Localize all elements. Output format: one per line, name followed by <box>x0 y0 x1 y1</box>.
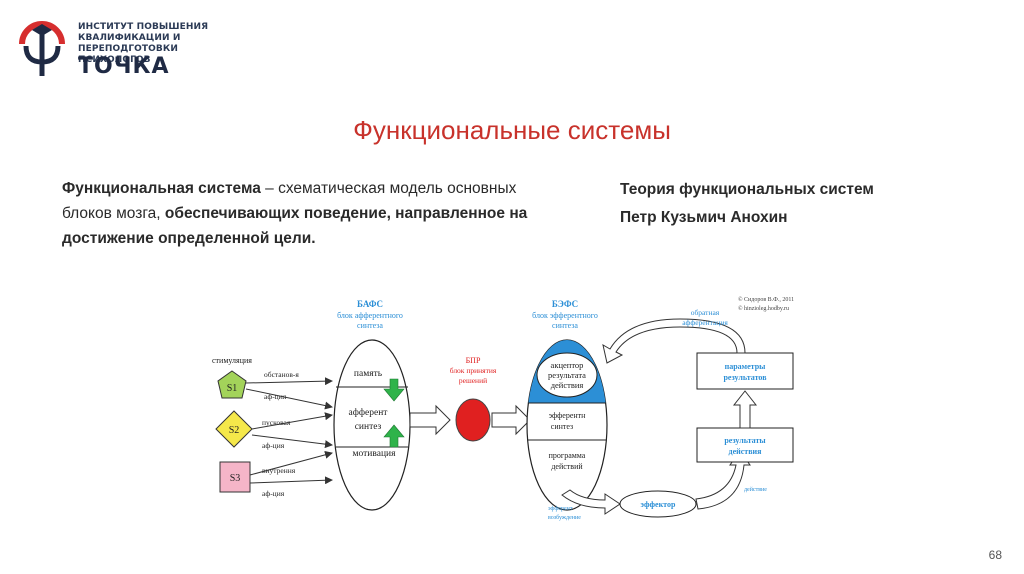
green-arrow-down-icon <box>383 378 405 402</box>
effekt-vozb-label-1: эфферент <box>548 505 573 512</box>
afcia-label-2: аф-ция <box>262 441 285 450</box>
green-arrow-up-icon <box>383 424 405 448</box>
definition-text: Функциональная система – схематическая м… <box>62 176 542 251</box>
bpr-subtitle-1: блок принятия <box>450 366 497 375</box>
results-line-1: результаты <box>724 436 766 445</box>
arrow-effector-to-results-icon <box>695 450 751 510</box>
logo-line-3: ПЕРЕПОДГОТОВКИ ПСИХОЛОГОВ <box>78 44 178 65</box>
logo-line-1: ИНСТИТУТ ПОВЫШЕНИЯ <box>78 22 209 32</box>
stimulus-arrows <box>245 377 333 485</box>
functional-system-diagram: БАФС блок афферентного синтеза БЭФС блок… <box>212 296 794 521</box>
obstanov-label: обстанов-я <box>264 370 299 379</box>
effector-ellipse <box>619 490 697 518</box>
akceptor-line-3: действия <box>551 380 584 390</box>
effekt-vozb-label-2: возбуждение <box>548 514 581 521</box>
effector-label: эффектор <box>641 500 676 509</box>
page-number: 68 <box>988 548 1002 562</box>
params-box <box>696 352 794 390</box>
bpr-red-circle <box>455 398 491 442</box>
vnutrennya-label: внутрення <box>262 466 296 475</box>
befs-subtitle-2: синтеза <box>552 321 578 330</box>
bafs-title: БАФС <box>357 299 383 309</box>
programma-line-2: действий <box>551 462 583 471</box>
s3-label: S3 <box>230 473 241 484</box>
deistvie-label: действие <box>744 486 767 493</box>
efferent-line-1: эфферентн <box>549 411 587 420</box>
akceptor-line-2: результата <box>548 370 586 380</box>
definition-term: Функциональная система <box>62 180 261 197</box>
slide-title: Функциональные системы <box>353 115 671 145</box>
s1-pentagon <box>217 370 247 399</box>
befs-title: БЭФС <box>552 299 578 309</box>
s2-label: S2 <box>229 425 240 436</box>
params-line-1: параметры <box>725 362 767 371</box>
s3-square <box>219 461 251 493</box>
pamyat-label: память <box>354 369 383 379</box>
bpr-title: БПР <box>466 356 481 365</box>
arrow-bpr-to-befs-icon <box>491 404 531 436</box>
puskovaya-label: пусковая <box>262 418 291 427</box>
results-line-2: действия <box>729 447 763 456</box>
feedback-arc-arrow-icon <box>602 318 746 364</box>
copyright-2: © hinzioleg.hodby.ru <box>738 305 789 312</box>
programma-line-1: программа <box>549 451 586 460</box>
logo-emblem-icon <box>19 21 65 76</box>
bafs-subtitle-2: синтеза <box>357 321 383 330</box>
theory-author: Петр Кузьмич Анохин <box>620 209 788 226</box>
theory-block: Теория функциональных систем Петр Кузьми… <box>620 176 874 232</box>
logo-text: ИНСТИТУТ ПОВЫШЕНИЯ КВАЛИФИКАЦИИ И ПЕРЕПО… <box>78 22 244 66</box>
efferent-line-2: синтез <box>551 422 573 431</box>
obratnaya-line-2: афферентация <box>682 318 728 327</box>
arrow-results-to-params-icon <box>732 390 758 429</box>
akceptor-ellipse <box>536 352 598 398</box>
befs-subtitle-1: блок эфферентного <box>532 311 598 320</box>
s1-label: S1 <box>227 383 238 394</box>
bpr-subtitle-2: решений <box>459 376 487 385</box>
params-line-2: результатов <box>723 373 767 382</box>
definition-bold-tail: обеспечивающих поведение, направленное н… <box>62 205 528 247</box>
akceptor-line-1: акцептор <box>551 360 584 370</box>
arrow-befs-to-effector-icon <box>561 489 621 515</box>
copyright-1: © Сидоров В.Ф., 2011 <box>738 296 794 303</box>
definition-middle: – схематическая модель основных блоков м… <box>62 180 517 222</box>
arrow-bafs-to-bpr-icon <box>409 404 451 436</box>
logo-wordmark: ТОЧКА <box>78 54 170 79</box>
afcia-label-1: аф-ция <box>264 392 287 401</box>
bafs-subtitle-1: блок афферентного <box>337 311 403 320</box>
obratnaya-line-1: обратная <box>691 308 720 317</box>
theory-title: Теория функциональных систем <box>620 181 874 198</box>
logo-line-2: КВАЛИФИКАЦИИ И <box>78 33 181 43</box>
stimulation-label: стимуляция <box>212 356 252 365</box>
sintez-label: синтез <box>355 422 382 432</box>
institute-logo: ИНСТИТУТ ПОВЫШЕНИЯ КВАЛИФИКАЦИИ И ПЕРЕПО… <box>14 14 244 84</box>
motivaciya-label: мотивация <box>353 449 397 459</box>
s2-diamond <box>215 410 253 448</box>
afferent-label: афферент <box>349 407 389 418</box>
results-box <box>696 427 794 463</box>
afcia-label-3: аф-ция <box>262 489 285 498</box>
